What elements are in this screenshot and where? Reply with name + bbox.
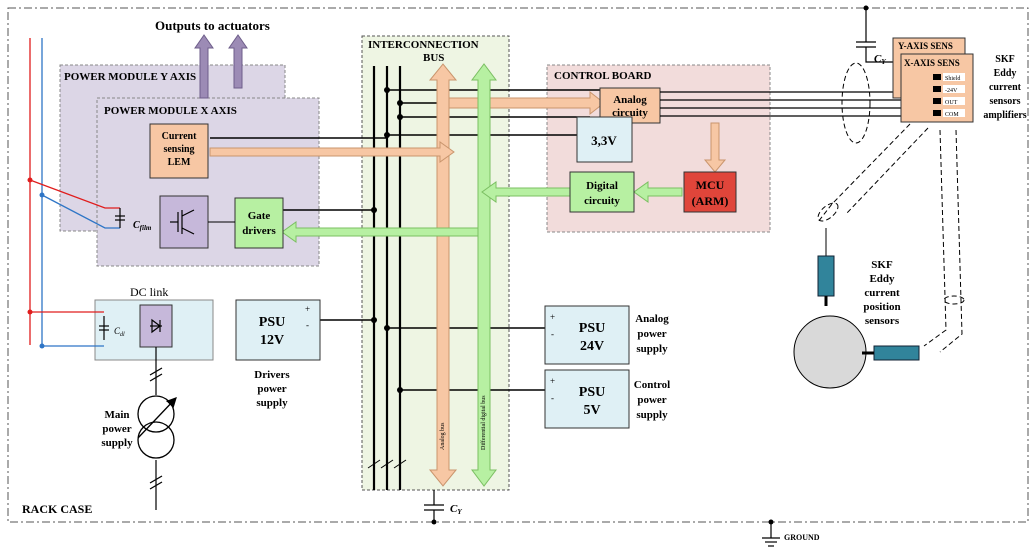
skf-sensor-l1: SKF — [871, 259, 893, 271]
c-film-label: Cfilm — [133, 220, 152, 232]
skf-amp-l2: Eddy — [994, 68, 1017, 79]
analog-bus-label: Analog bus — [440, 422, 446, 450]
sensor-y-probe — [817, 255, 835, 297]
psu12-l1: PSU — [259, 315, 285, 330]
psu12-minus: - — [306, 320, 309, 330]
digital-bus-arrow — [281, 63, 571, 487]
mcu-l1: MCU — [696, 178, 725, 192]
analog-circuity-l2: circuity — [612, 107, 648, 119]
psu24-minus: - — [551, 329, 554, 339]
psu24-l2: 24V — [580, 339, 604, 354]
outputs-title: Outputs to actuators — [155, 18, 270, 33]
interconnection-title-2: BUS — [423, 52, 444, 64]
transistor-symbol — [170, 209, 195, 235]
ground-label: GROUND — [784, 533, 820, 542]
gate-drivers-l2: drivers — [242, 225, 276, 237]
psu12-caption-2: power — [257, 383, 286, 395]
psu-5v-box — [544, 369, 630, 429]
skf-amp-l3: current — [989, 82, 1022, 93]
psu24-caption-1: Analog — [635, 313, 669, 325]
mcu-box — [683, 171, 737, 213]
current-sensing-l1: Current — [162, 131, 197, 142]
y-axis-sens-label: Y-AXIS SENS — [898, 41, 953, 51]
skf-sensor-l4: position — [863, 301, 900, 313]
psu5-l2: 5V — [583, 403, 600, 418]
sensor-x-probe — [873, 345, 920, 361]
rack-case-border — [7, 7, 1029, 523]
igbt-switch-box — [159, 195, 209, 249]
control-board-label: CONTROL BOARD — [554, 70, 652, 82]
psu5-caption-1: Control — [634, 379, 670, 391]
psu12-l2: 12V — [260, 333, 284, 348]
psu12-caption-3: supply — [256, 397, 288, 409]
c-dl-label: Cdl — [114, 326, 125, 338]
cy-bottom-label: CY — [450, 503, 462, 516]
psu5-caption-2: power — [637, 394, 666, 406]
power-rails — [29, 38, 120, 347]
digital-bus-label: Differential digital bus — [480, 395, 487, 450]
current-sensing-box — [149, 123, 209, 179]
skf-sensor-l5: sensors — [865, 315, 900, 327]
current-sensing-l2: sensing — [163, 144, 194, 155]
skf-amp-l1: SKF — [995, 54, 1014, 65]
psu24-caption-2: power — [637, 328, 666, 340]
main-power-l3: supply — [101, 437, 133, 449]
v33-label: 3,3V — [591, 133, 617, 148]
gate-drivers-box — [234, 197, 284, 249]
main-transformer-icon — [137, 367, 177, 490]
psu12-caption-1: Drivers — [254, 369, 290, 381]
digital-circuity-box — [569, 171, 635, 213]
power-module-x-label: POWER MODULE X AXIS — [104, 105, 237, 117]
digital-circuity-l1: Digital — [586, 180, 618, 192]
psu24-plus: + — [550, 312, 555, 322]
v33-box — [576, 116, 633, 163]
psu5-minus: - — [551, 393, 554, 403]
terminal-neg24v: -24V — [945, 88, 958, 94]
main-power-l1: Main — [104, 409, 129, 421]
psu5-caption-3: supply — [636, 409, 668, 421]
current-sensing-l3: LEM — [168, 157, 191, 168]
psu5-plus: + — [550, 376, 555, 386]
gate-drivers-l1: Gate — [248, 210, 271, 222]
digital-circuity-l2: circuity — [584, 195, 620, 207]
psu24-l1: PSU — [579, 321, 605, 336]
analog-circuity-l1: Analog — [613, 94, 647, 106]
interconnection-title-1: INTERCONNECTION — [368, 39, 479, 51]
dc-link-label: DC link — [130, 285, 168, 299]
cy-top-label: CY — [874, 53, 886, 66]
psu12-plus: + — [305, 304, 310, 314]
cable-shield-ellipse — [841, 62, 871, 144]
skf-sensor-l3: current — [864, 287, 900, 299]
rotor-shaft — [793, 315, 867, 389]
analog-bus-arrow — [209, 63, 605, 487]
ground-symbol — [762, 522, 780, 547]
x-axis-sens-label: X-AXIS SENS — [904, 58, 960, 68]
skf-amp-l5: amplifiers — [983, 110, 1026, 121]
psu-24v-box — [544, 305, 630, 365]
power-module-y-label: POWER MODULE Y AXIS — [64, 71, 196, 83]
rack-case-label: RACK CASE — [22, 502, 92, 516]
psu24-caption-3: supply — [636, 343, 668, 355]
psu5-l1: PSU — [579, 385, 605, 400]
terminal-com: COM — [945, 112, 959, 118]
skf-sensor-l2: Eddy — [869, 273, 895, 285]
main-power-l2: power — [102, 423, 131, 435]
skf-amp-l4: sensors — [989, 96, 1020, 107]
mcu-l2: (ARM) — [692, 194, 729, 208]
terminal-shield: Shield — [945, 76, 960, 82]
terminal-out: OUT — [945, 100, 958, 106]
psu-12v-box — [235, 299, 321, 361]
